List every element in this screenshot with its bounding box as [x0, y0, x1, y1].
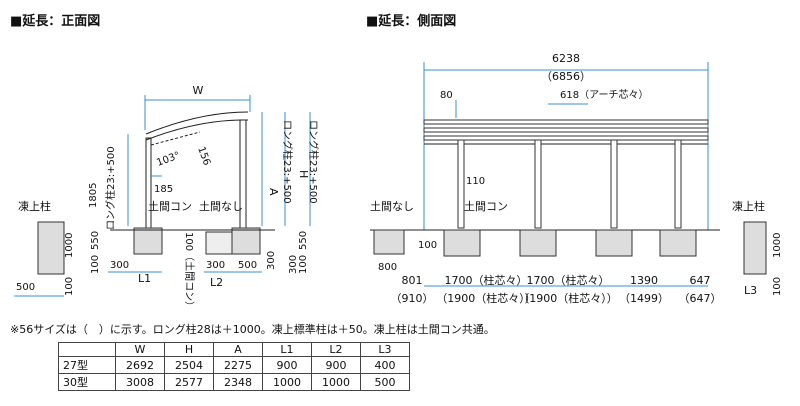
front-left-pillar	[145, 137, 152, 231]
front-500-left: 500	[16, 282, 35, 293]
front-right-pillar	[239, 119, 247, 231]
front-550-r: 550	[298, 231, 309, 250]
front-W-label: W	[193, 84, 204, 97]
bottom_row1-3: 1390	[630, 274, 658, 287]
side-pillar-1	[457, 139, 465, 229]
bottom_row2-3: （1499）	[619, 292, 669, 305]
front-100-r: 100	[298, 255, 309, 274]
front-view: W 103° 156 185 1805 ロング柱23:+500 A ロング柱23…	[14, 84, 320, 311]
footnote: ※56サイズは（ ）に示す。ロング柱28は＋1000。凍上標準柱は＋50。凍上柱…	[10, 323, 495, 336]
front-doma-con-label: 土間コン	[148, 200, 192, 213]
side-110-label: 110	[466, 176, 485, 187]
front-H-label: H	[297, 170, 310, 178]
table-header-cell: H	[164, 342, 214, 357]
table-header-cell: L2	[311, 342, 361, 357]
table-cell: 400	[360, 356, 410, 374]
front-long-pillar-right-2: ロング柱23:+500	[307, 120, 320, 204]
front-view-header: ■延長：正面図	[10, 14, 101, 29]
bottom_row1-2: 1700（柱芯々）	[527, 273, 610, 287]
front-1805-label: 1805	[88, 183, 99, 208]
side-pillar-4	[674, 139, 682, 229]
side-view: 6238 （6856） 80 618（アーチ芯々） 110 土間なし 土間コン …	[370, 52, 783, 305]
side-80-label: 80	[440, 90, 453, 101]
table-cell: 2692	[115, 356, 165, 374]
front-1000-left: 1000	[64, 233, 75, 258]
front-A-label: A	[267, 188, 280, 196]
front-550-left: 550	[90, 231, 101, 250]
side-view-header: ■延長：側面図	[366, 14, 457, 29]
side-bottom-dims-row2: （910）（1900（柱芯々））（1900（柱芯々））（1499）（647）	[391, 291, 722, 305]
front-300-r: 300	[288, 255, 299, 274]
front-100-left: 100	[90, 255, 101, 274]
front-angle-label: 103°	[155, 150, 181, 169]
front-L2-label: L2	[210, 276, 223, 289]
table-cell: 27型	[58, 356, 116, 374]
front-footing-left	[133, 227, 163, 255]
table-cell: 3008	[115, 373, 165, 391]
table-cell: 30型	[58, 373, 116, 391]
front-300-a: 300	[110, 260, 129, 271]
front-100-left2: 100	[64, 277, 75, 296]
table-cell: 1000	[311, 373, 361, 391]
table-cell: 900	[311, 356, 361, 374]
side-total-alt-label: （6856）	[541, 70, 591, 83]
table-header-cell: L1	[262, 342, 312, 357]
front-300-c: 300	[266, 251, 277, 270]
side-arch-label: 618（アーチ芯々）	[560, 88, 649, 101]
bottom_row2-2: （1900（柱芯々））	[518, 291, 618, 305]
table-cell: 900	[262, 356, 312, 374]
front-long-pillar-left-label: ロング柱23:+500	[104, 146, 117, 230]
front-toujou-footing	[37, 221, 65, 275]
table-cell: 1000	[262, 373, 312, 391]
side-1000-label: 1000	[772, 233, 783, 258]
side-100-label: 100	[418, 240, 437, 251]
side-total-label: 6238	[552, 52, 580, 65]
front-L1-label: L1	[138, 272, 151, 285]
bottom_row2-0: （910）	[391, 292, 434, 305]
bottom_row2-4: （647）	[679, 292, 722, 305]
front-185-label: 185	[154, 184, 173, 195]
front-doma-nashi-label: 土間なし	[199, 200, 243, 213]
table-cell: 500	[360, 373, 410, 391]
bottom_row1-0: 801	[402, 274, 423, 287]
side-toujou-label: 凍上柱	[732, 199, 765, 213]
front-300-b: 300	[206, 260, 225, 271]
side-pillar-2	[534, 139, 542, 229]
side-pillar-3	[610, 139, 618, 229]
bottom_row1-4: 647	[690, 274, 711, 287]
bottom_row2-1: （1900（柱芯々））	[436, 291, 536, 305]
table-cell: 2275	[213, 356, 263, 374]
table-header-cell	[58, 342, 116, 357]
table-header-cell: W	[115, 342, 165, 357]
table-header-cell: A	[213, 342, 263, 357]
side-800-label: 800	[378, 262, 397, 273]
bottom_row1-1: 1700（柱芯々）	[445, 273, 528, 287]
table-cell: 2577	[164, 373, 214, 391]
table-cell: 2504	[164, 356, 214, 374]
front-100-doma-con: 100（土間コン）	[183, 232, 196, 311]
front-radius-label: 156	[195, 145, 212, 167]
side-100b-label: 100	[772, 277, 783, 296]
side-L3-label: L3	[744, 284, 757, 297]
table-cell: 2348	[213, 373, 263, 391]
front-footing-right	[231, 227, 261, 255]
front-long-pillar-right-1: ロング柱23:+500	[281, 120, 294, 204]
side-doma-con-label: 土間コン	[464, 200, 508, 213]
front-toujou-label: 凍上柱	[18, 199, 51, 213]
side-bottom-dims-row1: 801 1700（柱芯々）1700（柱芯々） 1390 647	[402, 273, 711, 287]
side-doma-nashi-label: 土間なし	[370, 200, 414, 213]
table-header-cell: L3	[360, 342, 410, 357]
front-500-b: 500	[238, 260, 257, 271]
